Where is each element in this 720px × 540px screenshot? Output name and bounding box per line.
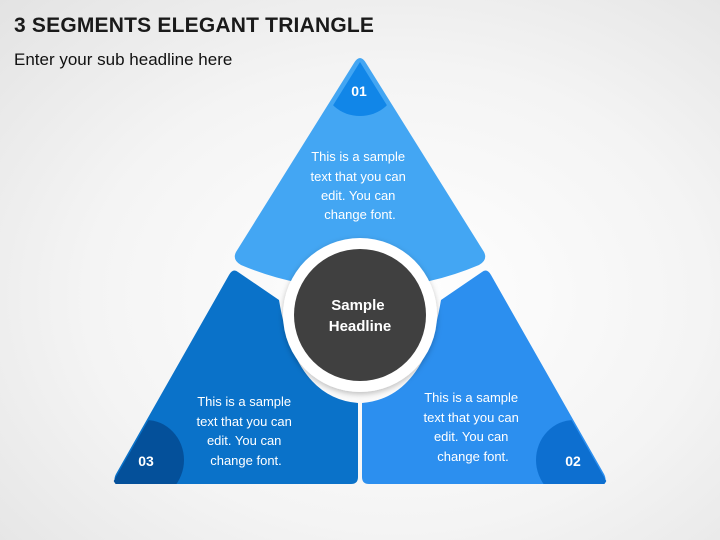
segment-02-line: change font.: [437, 449, 509, 464]
segment-02-line: edit. You can: [434, 429, 508, 444]
segment-03-number: 03: [138, 453, 154, 469]
segment-03-line: This is a sample: [197, 394, 291, 409]
slide-title: 3 SEGMENTS ELEGANT TRIANGLE: [14, 14, 375, 37]
segment-01-line: edit. You can: [321, 188, 395, 203]
segment-03-line: edit. You can: [207, 433, 281, 448]
segment-01-line: change font.: [324, 207, 396, 222]
segment-03-line: change font.: [210, 453, 282, 468]
segment-01-number: 01: [351, 83, 367, 99]
segment-01-shape: [234, 58, 486, 288]
slide-subtitle: Enter your sub headline here: [14, 50, 233, 69]
center-circle: [294, 249, 426, 381]
segment-02-shape: [362, 270, 606, 484]
center-headline-line: Headline: [329, 318, 392, 335]
center-headline: Sample Headline: [283, 238, 437, 392]
center-headline-line: Sample: [331, 297, 384, 314]
segment-03-shape: [114, 270, 358, 484]
segment-02-line: This is a sample: [424, 390, 518, 405]
segment-01-line: This is a sample: [311, 149, 405, 164]
segment-02-number: 02: [565, 453, 581, 469]
segment-02-text: This is a sample text that you can edit.…: [423, 390, 522, 464]
segment-03-text: This is a sample text that you can edit.…: [196, 394, 295, 468]
center-headline-text: Sample Headline: [329, 297, 392, 335]
segment-01-line: text that you can: [310, 169, 405, 184]
segment-03-line: text that you can: [196, 414, 291, 429]
segment-01-text: This is a sample text that you can edit.…: [310, 149, 409, 222]
segment-02-line: text that you can: [423, 410, 518, 425]
